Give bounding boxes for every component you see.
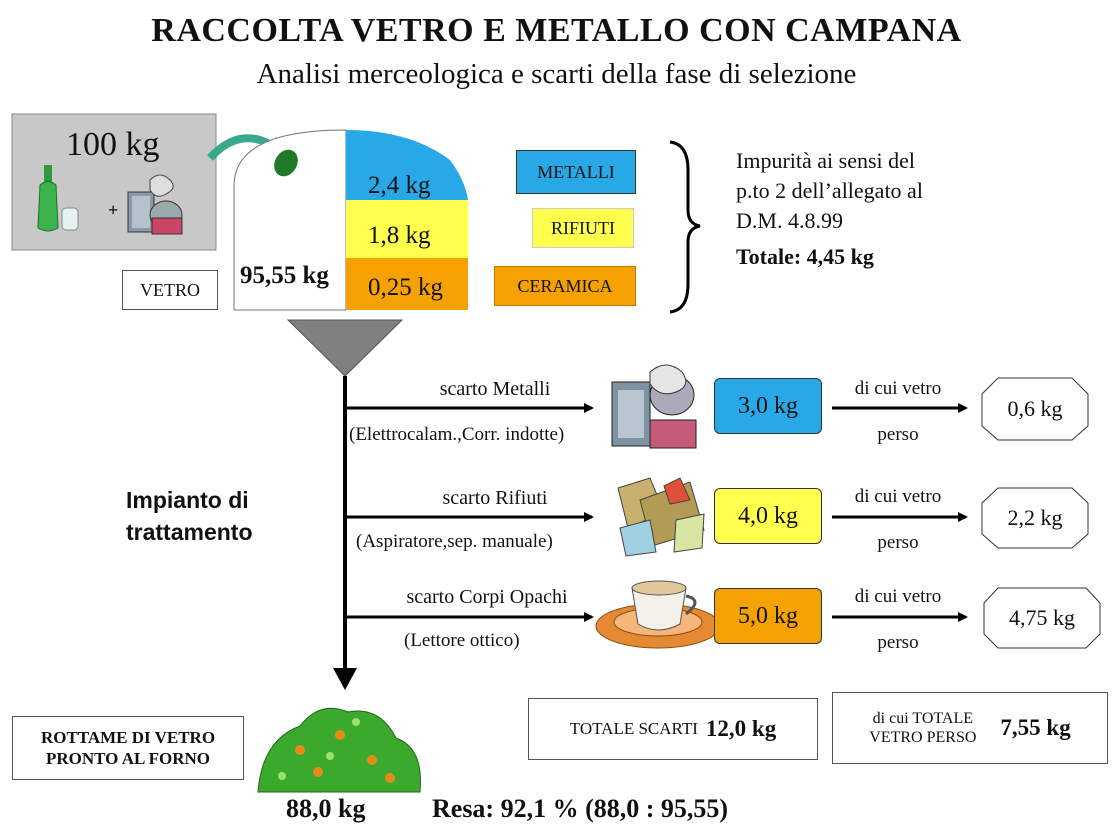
- plus-sign: +: [108, 200, 119, 220]
- bell-rifiuti-weight: 1,8 kg: [368, 222, 431, 249]
- glass-label-bottom-1: perso: [877, 424, 919, 445]
- impurity-bracket: [669, 140, 701, 314]
- totale-scarti-box: TOTALE SCARTI 12,0 kg: [528, 698, 818, 760]
- plant-label: Impianto di trattamento: [126, 484, 253, 548]
- plant-label-line-2: trattamento: [126, 519, 253, 545]
- glass-lost-octagon-2: [981, 487, 1089, 549]
- waste-method-opachi: (Lettore ottico): [404, 630, 520, 651]
- glass-lost-opachi: 4,75 kg: [1009, 605, 1075, 630]
- bottle-icon: [37, 165, 79, 232]
- glass-lost-metalli: 0,6 kg: [1007, 396, 1063, 421]
- cullet-label-line-1: ROTTAME DI VETRO: [40, 728, 216, 747]
- main-flow-arrowhead: [333, 668, 357, 690]
- waste-weight-opachi: 5,0 kg: [714, 588, 822, 644]
- page-title: RACCOLTA VETRO E METALLO CON CAMPANA: [151, 12, 962, 49]
- output-weight: 88,0 kg: [286, 794, 366, 823]
- totale-vetro-label-2: VETRO PERSO: [869, 729, 977, 746]
- totale-scarti-label: TOTALE SCARTI: [569, 719, 698, 738]
- waste-weight-metalli: 3,0 kg: [714, 378, 822, 434]
- glass-label-bottom-3: perso: [877, 632, 919, 653]
- glass-lost-octagon-1: [981, 377, 1089, 441]
- glass-label-bottom-2: perso: [877, 532, 919, 553]
- waste-method-rifiuti: (Aspiratore,sep. manuale): [356, 531, 553, 552]
- waste-method-metalli: (Elettrocalam.,Corr. indotte): [349, 424, 565, 445]
- vetro-weight: 95,55 kg: [240, 262, 329, 289]
- page-subtitle: Analisi merceologica e scarti della fase…: [256, 58, 857, 90]
- glass-label-top-1: di cui vetro: [854, 378, 942, 399]
- cullet-pile-icon: [257, 707, 421, 793]
- glass-lost-octagon-3: [983, 587, 1101, 649]
- legend-rifiuti: RIFIUTI: [532, 208, 634, 248]
- trash-waste-icon: [617, 477, 705, 557]
- bell-ceramica-segment: [346, 258, 468, 310]
- glass-label-top-2: di cui vetro: [854, 486, 942, 507]
- totale-vetro-value: 7,55 kg: [1000, 715, 1071, 740]
- totale-vetro-label-1: di cui TOTALE: [872, 710, 974, 727]
- input-weight: 100 kg: [66, 126, 160, 163]
- glass-label-top-3: di cui vetro: [854, 586, 942, 607]
- impurity-line-1: Impurità ai sensi del: [736, 148, 916, 173]
- funnel: [286, 319, 404, 377]
- cullet-label-line-2: PRONTO AL FORNO: [45, 749, 211, 768]
- waste-label-opachi: scarto Corpi Opachi: [406, 586, 568, 608]
- waste-label-metalli: scarto Metalli: [439, 378, 551, 400]
- bell-outline: [233, 129, 347, 311]
- totale-vetro-box: di cui TOTALE VETRO PERSO 7,55 kg: [832, 692, 1108, 764]
- legend-metalli: METALLI: [516, 150, 636, 194]
- cullet-label-box: ROTTAME DI VETRO PRONTO AL FORNO: [12, 716, 244, 780]
- bell-rifiuti-segment: [346, 200, 468, 258]
- bell-metalli-weight: 2,4 kg: [368, 172, 431, 199]
- metal-waste-icon: [611, 364, 697, 449]
- bell-metalli-segment: [346, 130, 468, 200]
- bell-ceramica-weight: 0,25 kg: [368, 274, 443, 301]
- totale-scarti-value: 12,0 kg: [705, 716, 777, 741]
- yield-text: Resa: 92,1 % (88,0 : 95,55): [432, 794, 729, 823]
- impurity-line-3: D.M. 4.8.99: [736, 208, 843, 233]
- plant-label-line-1: Impianto di: [126, 487, 249, 513]
- impurity-line-2: p.to 2 dell’allegato al: [736, 178, 923, 203]
- waste-label-rifiuti: scarto Rifiuti: [442, 487, 548, 509]
- impurity-note: Impurità ai sensi del p.to 2 dell’allega…: [736, 146, 923, 272]
- ceramic-waste-icon: [595, 580, 721, 649]
- impurity-total: Totale: 4,45 kg: [736, 244, 874, 269]
- glass-lost-rifiuti: 2,2 kg: [1007, 505, 1063, 530]
- bell-opening: [274, 149, 298, 177]
- cans-icon: [127, 174, 183, 235]
- waste-weight-rifiuti: 4,0 kg: [714, 488, 822, 544]
- vetro-label: VETRO: [122, 270, 218, 310]
- legend-ceramica: CERAMICA: [494, 266, 636, 306]
